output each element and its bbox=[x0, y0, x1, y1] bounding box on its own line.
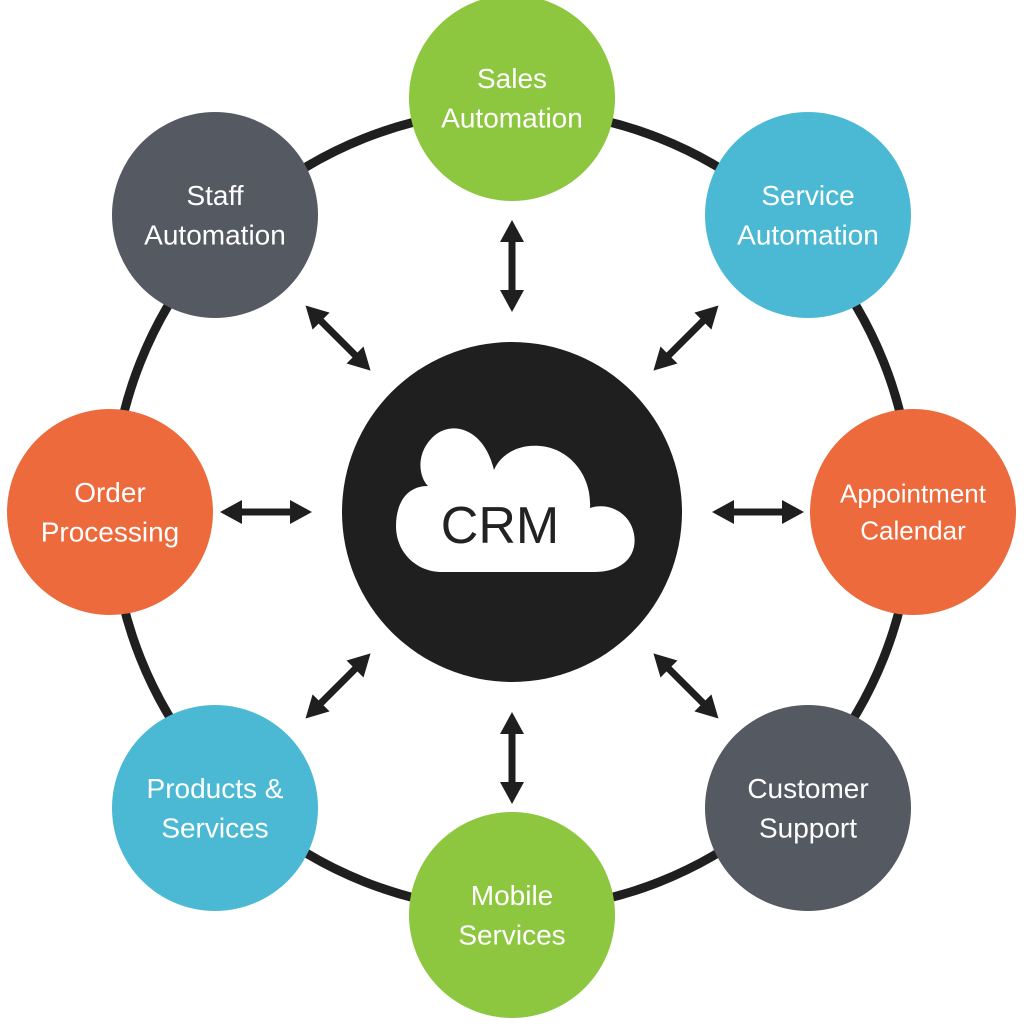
arrow-shaft bbox=[315, 663, 361, 709]
arrow-head bbox=[500, 712, 524, 734]
node-label-line: Processing bbox=[41, 517, 180, 548]
node-circle bbox=[409, 812, 615, 1018]
node-label-line: Mobile bbox=[471, 880, 553, 911]
node-products-services: Products & Services bbox=[112, 705, 318, 911]
node-label-line: Sales bbox=[477, 63, 547, 94]
arrow-head bbox=[220, 500, 242, 524]
crm-label: CRM bbox=[441, 497, 559, 555]
arrow-head bbox=[653, 653, 678, 678]
node-circle bbox=[112, 112, 318, 318]
node-circle bbox=[810, 409, 1016, 615]
arrow-head bbox=[346, 346, 371, 371]
arrow-head bbox=[305, 694, 330, 719]
connector-arrows bbox=[220, 220, 804, 804]
node-label-line: Calendar bbox=[860, 516, 966, 546]
node-label-line: Order bbox=[74, 477, 146, 508]
arrow-head bbox=[500, 290, 524, 312]
node-circle bbox=[705, 705, 911, 911]
arrow-shaft bbox=[315, 315, 361, 361]
node-circle bbox=[7, 409, 213, 615]
arrow-head bbox=[782, 500, 804, 524]
node-label-line: Services bbox=[161, 813, 268, 844]
arrow-head bbox=[694, 694, 719, 719]
node-label-line: Automation bbox=[144, 220, 286, 251]
node-label-line: Customer bbox=[747, 773, 868, 804]
node-label-line: Services bbox=[458, 920, 565, 951]
node-label-line: Staff bbox=[186, 180, 243, 211]
node-circle bbox=[112, 705, 318, 911]
node-label-line: Appointment bbox=[840, 479, 987, 509]
arrow-head bbox=[500, 782, 524, 804]
node-label-line: Products & bbox=[147, 773, 284, 804]
node-label-line: Service bbox=[761, 180, 854, 211]
node-label-line: Support bbox=[759, 813, 857, 844]
node-label-line: Automation bbox=[441, 103, 583, 134]
arrow-head bbox=[500, 220, 524, 242]
arrow-shaft bbox=[663, 663, 709, 709]
arrow-head bbox=[694, 305, 719, 330]
arrow-head bbox=[346, 653, 371, 678]
arrow-shaft bbox=[663, 315, 709, 361]
node-circle bbox=[705, 112, 911, 318]
arrow-head bbox=[305, 305, 330, 330]
crm-modules: SalesAutomationServiceAutomationAppointm… bbox=[7, 0, 1016, 1018]
node-label-line: Automation bbox=[737, 220, 879, 251]
arrow-head bbox=[712, 500, 734, 524]
cloud-icon bbox=[396, 428, 635, 572]
arrow-head bbox=[653, 346, 678, 371]
node-circle bbox=[409, 0, 615, 201]
crm-hub: CRM bbox=[342, 342, 682, 682]
arrow-head bbox=[290, 500, 312, 524]
